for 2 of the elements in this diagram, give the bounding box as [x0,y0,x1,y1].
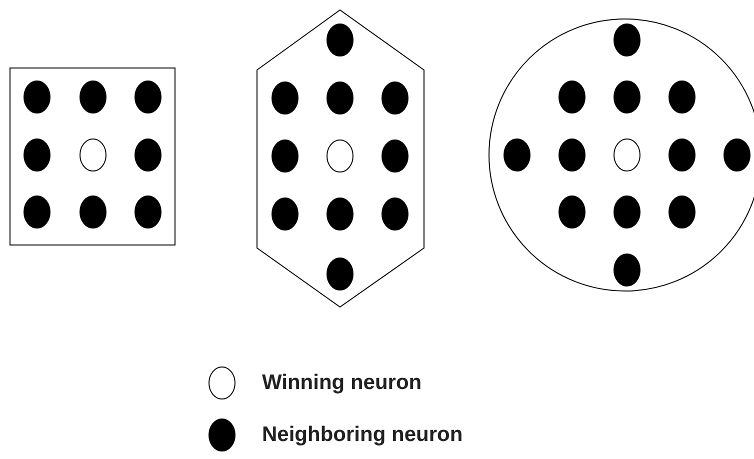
legend-label: Neighboring neuron [262,423,463,447]
legend-label: Winning neuron [262,371,422,395]
